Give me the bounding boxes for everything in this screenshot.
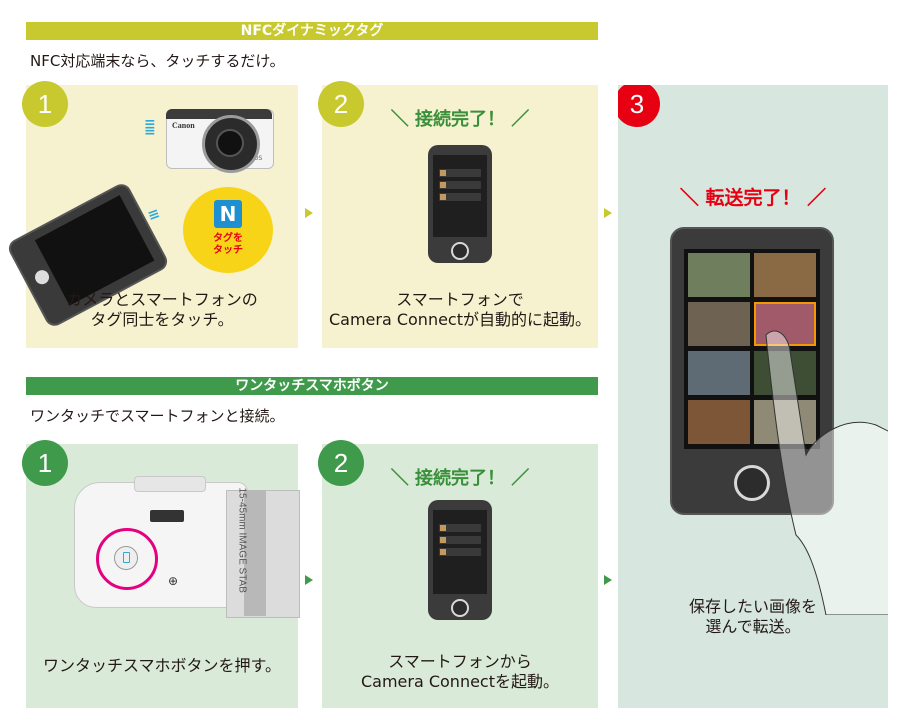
smartphone-button-icon <box>114 546 138 570</box>
camera-connect-screen <box>433 510 487 594</box>
caption-line: カメラとスマートフォンの <box>66 290 258 309</box>
nfc-done-label: ＼ 接続完了！ ／ <box>322 105 598 131</box>
photo-thumbnail[interactable] <box>754 253 816 297</box>
camera-side-illustration: 15-45mm IMAGE STAB ⊕ <box>74 476 300 618</box>
done-slash-left: ＼ <box>390 109 409 130</box>
onetouch-intro-text: ワンタッチでスマートフォンと接続。 <box>30 407 285 425</box>
plus-icon: ⊕ <box>168 574 179 588</box>
caption-line: タグ同士をタッチ。 <box>90 310 234 329</box>
nfc-step1-caption: カメラとスマートフォンの タグ同士をタッチ。 <box>26 290 298 330</box>
caption-line: ワンタッチスマホボタンを押す。 <box>43 656 281 675</box>
caption-line: Camera Connectを起動。 <box>360 672 560 691</box>
step-arrow-icon <box>604 575 612 585</box>
onetouch-step1-number: 1 <box>22 440 68 486</box>
done-text: 転送完了！ <box>705 187 801 209</box>
nfc-step2-number: 2 <box>318 81 364 127</box>
photo-thumbnail[interactable] <box>688 253 750 297</box>
onetouch-step2-panel: 2 ＼ 接続完了！ ／ スマートフォンから Camera Connectを起動。 <box>318 440 598 708</box>
nfc-step1-number: 1 <box>22 81 68 127</box>
signal-marks-icon: ≡ <box>145 205 163 225</box>
smartphone-illustration <box>428 145 492 263</box>
done-slash-left: ＼ <box>390 468 409 489</box>
tag-label-line2: タッチ <box>213 245 243 256</box>
onetouch-step1-caption: ワンタッチスマホボタンを押す。 <box>26 656 298 676</box>
n-mark-icon: N <box>214 200 242 228</box>
nfc-step1-panel: 1 Canon EOS =≡ ≡ N タグを タッチ カメラとスマートフォンの … <box>5 81 298 348</box>
onetouch-step2-caption: スマートフォンから Camera Connectを起動。 <box>322 652 598 692</box>
onetouch-section-title: ワンタッチスマホボタン <box>235 378 389 394</box>
lens-text: 15-45mm IMAGE STAB <box>236 487 248 593</box>
camera-brand: Canon <box>172 121 195 130</box>
step-arrow-icon <box>305 575 313 585</box>
photo-thumbnail[interactable] <box>688 302 750 346</box>
transfer-done-label: ＼ 転送完了！ ／ <box>618 183 888 210</box>
done-slash-left: ＼ <box>679 187 699 209</box>
onetouch-done-label: ＼ 接続完了！ ／ <box>322 464 598 490</box>
signal-marks-icon: =≡ <box>144 115 156 139</box>
caption-line: スマートフォンで <box>396 290 524 309</box>
transfer-step3-caption: 保存したい画像を 選んで転送。 <box>618 597 888 637</box>
smartphone-button-highlight <box>96 528 158 590</box>
hand-illustration <box>765 330 888 615</box>
caption-line: 選んで転送。 <box>705 617 801 636</box>
home-button-icon <box>734 465 770 501</box>
nfc-intro-text: NFC対応端末なら、タッチするだけ。 <box>30 52 285 70</box>
caption-line: 保存したい画像を <box>688 597 817 616</box>
done-text: 接続完了！ <box>415 468 505 489</box>
photo-thumbnail[interactable] <box>754 400 816 444</box>
nfc-step2-caption: スマートフォンで Camera Connectが自動的に起動。 <box>322 290 598 330</box>
onetouch-section-header: ワンタッチスマホボタン <box>26 377 598 395</box>
caption-line: スマートフォンから <box>388 652 532 671</box>
nfc-section-header: NFCダイナミックタグ <box>26 22 598 40</box>
nfc-step2-panel: 2 ＼ 接続完了！ ／ スマートフォンで Camera Connectが自動的に… <box>318 81 598 348</box>
nfc-section-title: NFCダイナミックタグ <box>240 23 384 39</box>
photo-thumbnail[interactable] <box>688 351 750 395</box>
photo-thumbnail-selected[interactable] <box>754 302 816 346</box>
large-smartphone-illustration <box>670 227 834 515</box>
transfer-step3-number: 3 <box>618 85 660 127</box>
step-arrow-icon <box>604 208 612 218</box>
step-arrow-icon <box>305 208 313 218</box>
nfc-tag-bubble: N タグを タッチ <box>183 187 273 273</box>
done-text: 接続完了！ <box>415 109 505 130</box>
smartphone-illustration <box>428 500 492 620</box>
home-button-icon <box>451 599 469 617</box>
done-slash-right: ／ <box>511 109 530 130</box>
caption-line: Camera Connectが自動的に起動。 <box>328 310 592 329</box>
camera-illustration: Canon EOS <box>166 103 274 173</box>
camera-connect-screen <box>433 155 487 237</box>
done-slash-right: ／ <box>807 187 827 209</box>
photo-thumbnail[interactable] <box>688 400 750 444</box>
transfer-step3-panel: 3 ＼ 転送完了！ ／ 保存したい画像を 選んで転送。 <box>618 85 888 708</box>
onetouch-step1-panel: 1 15-45mm IMAGE STAB ⊕ ワンタッチスマホボタンを押す。 <box>22 440 300 708</box>
photo-thumbnail[interactable] <box>754 351 816 395</box>
onetouch-step2-number: 2 <box>318 440 364 486</box>
done-slash-right: ／ <box>511 468 530 489</box>
tag-label-line1: タグを <box>213 233 243 244</box>
photo-gallery-screen <box>684 249 820 449</box>
home-button-icon <box>451 242 469 260</box>
camera-model: EOS <box>250 155 263 162</box>
